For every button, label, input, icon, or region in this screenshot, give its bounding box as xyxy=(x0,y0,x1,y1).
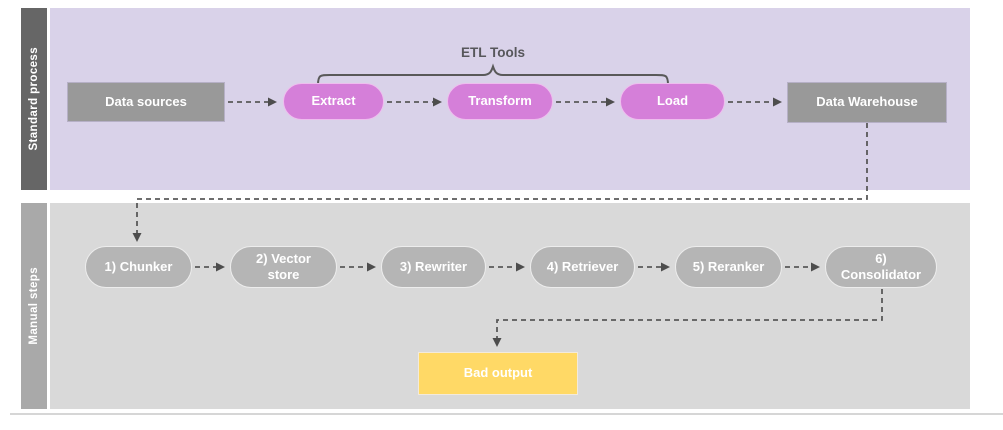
node-reranker: 5) Reranker xyxy=(675,246,782,288)
bottom-divider xyxy=(10,413,1003,415)
node-bad-output: Bad output xyxy=(418,352,578,395)
lane-standard-process-label: Standard process xyxy=(28,47,40,151)
lane-manual-steps-label: Manual steps xyxy=(28,267,40,345)
node-data-sources: Data sources xyxy=(67,82,225,122)
node-chunker: 1) Chunker xyxy=(85,246,192,288)
node-data-warehouse: Data Warehouse xyxy=(787,82,947,123)
node-retriever: 4) Retriever xyxy=(530,246,635,288)
node-transform: Transform xyxy=(447,83,553,120)
node-consolidator: 6) Consolidator xyxy=(825,246,937,288)
etl-tools-label: ETL Tools xyxy=(461,45,525,60)
lane-manual-steps-sidebar: Manual steps xyxy=(21,203,47,409)
node-load: Load xyxy=(620,83,725,120)
lane-standard-process-sidebar: Standard process xyxy=(21,8,47,190)
node-vector-store: 2) Vector store xyxy=(230,246,337,288)
node-rewriter: 3) Rewriter xyxy=(381,246,486,288)
node-extract: Extract xyxy=(283,83,384,120)
